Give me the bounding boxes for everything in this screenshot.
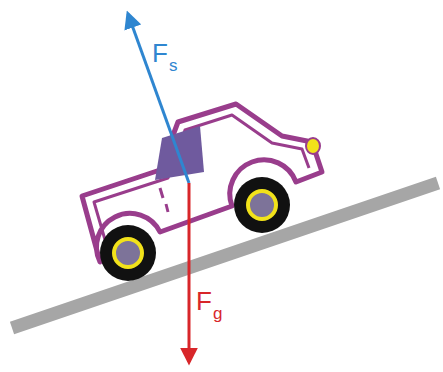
normal-force-arrow: [128, 14, 189, 183]
front-wheel: [234, 177, 290, 233]
rear-wheel: [100, 225, 156, 281]
headlight: [306, 138, 320, 154]
force-subscript: g: [213, 305, 222, 322]
force-symbol: F: [196, 288, 212, 314]
force-subscript: s: [169, 57, 178, 74]
gravity-force-arrow: [188, 183, 191, 362]
force-symbol: F: [152, 40, 168, 66]
